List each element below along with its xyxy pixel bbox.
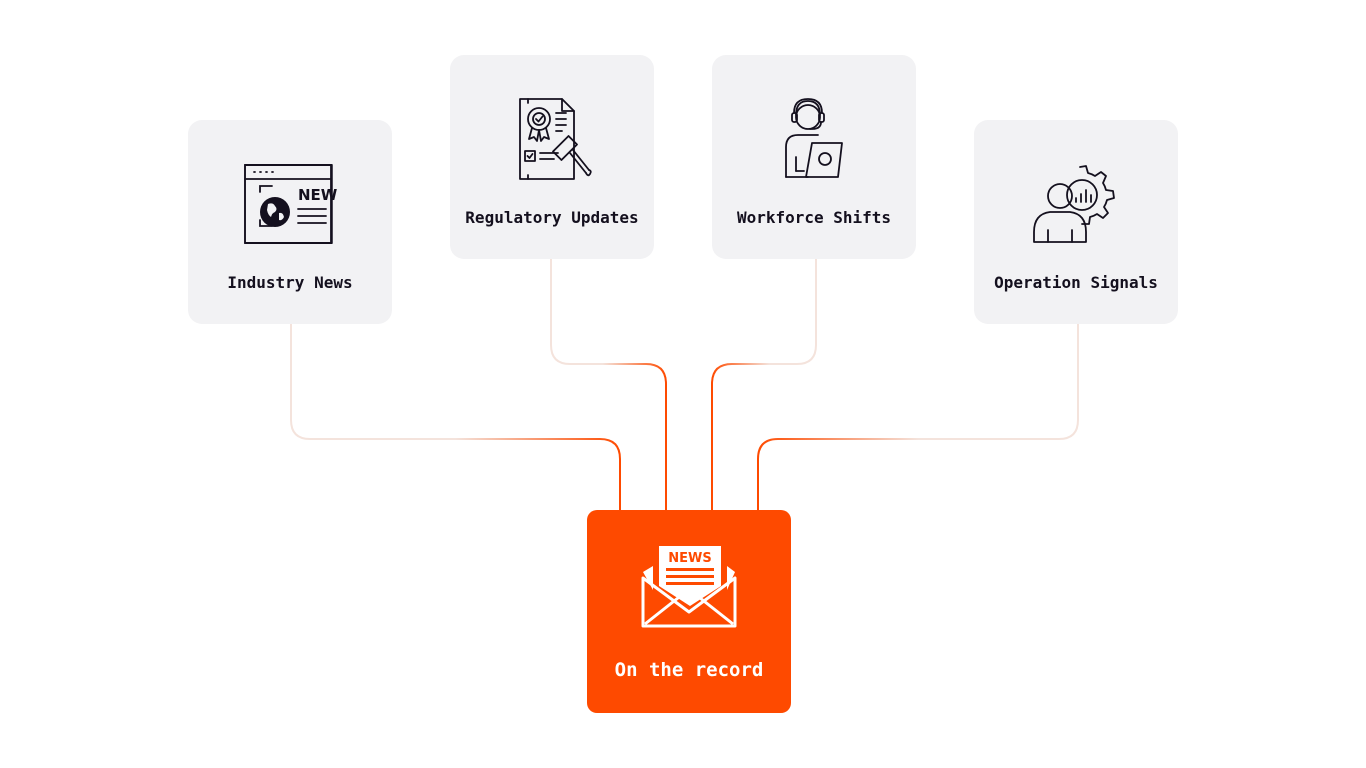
source-label: Operation Signals	[994, 273, 1158, 292]
connector-operation-signals	[757, 324, 1079, 512]
newspaper-icon-text: NEWS	[298, 186, 338, 204]
news-envelope-icon: NEWS	[641, 546, 737, 628]
connector-workforce-shifts	[711, 258, 817, 512]
hub-label: On the record	[614, 659, 764, 681]
source-card-operation-signals: Operation Signals	[974, 120, 1178, 324]
envelope-news-text: NEWS	[668, 551, 711, 566]
source-label: Industry News	[227, 273, 353, 292]
source-label: Workforce Shifts	[736, 208, 892, 227]
source-label: Regulatory Updates	[465, 208, 639, 227]
certificate-gavel-icon	[519, 98, 592, 180]
source-card-industry-news: NEWS Industry News	[188, 120, 392, 324]
connector-regulatory-updates	[550, 258, 667, 512]
hub-card-on-the-record: NEWS On the record	[587, 510, 791, 713]
source-card-regulatory-updates: Regulatory Updates	[450, 55, 654, 259]
person-gear-analytics-icon	[1033, 165, 1115, 243]
newspaper-globe-icon: NEWS	[244, 164, 338, 244]
support-agent-laptop-icon	[785, 98, 843, 178]
source-card-workforce-shifts: Workforce Shifts	[712, 55, 916, 259]
connector-industry-news	[290, 324, 621, 512]
